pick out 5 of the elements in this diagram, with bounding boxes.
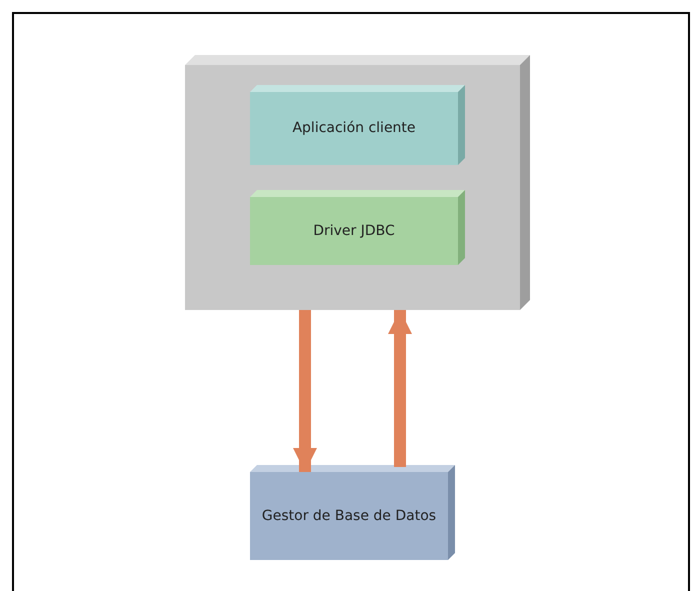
box-label: Gestor de Base de Datos bbox=[262, 506, 436, 526]
box-label: Aplicación cliente bbox=[292, 119, 416, 138]
box-label: Driver JDBC bbox=[313, 222, 395, 240]
arrow bbox=[388, 310, 412, 467]
arrow bbox=[293, 310, 317, 472]
